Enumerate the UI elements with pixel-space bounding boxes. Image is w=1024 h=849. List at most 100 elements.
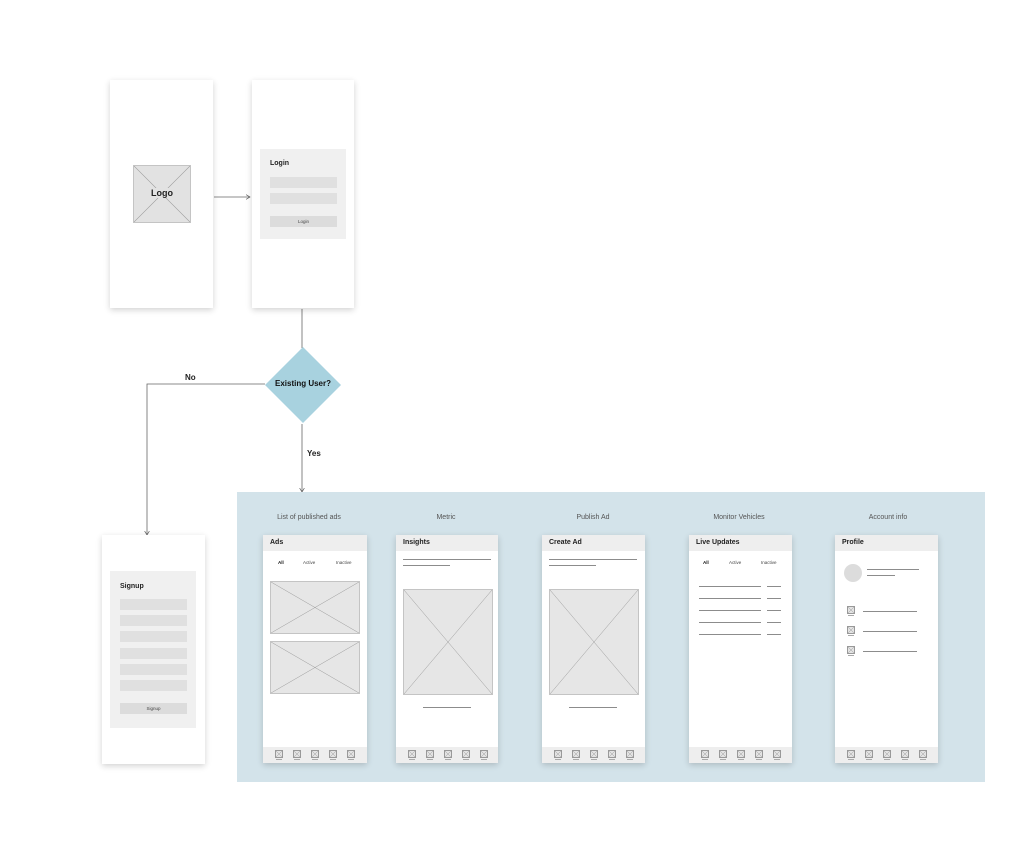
nav-icon-3[interactable] — [883, 750, 891, 760]
login-screen: Login Login — [252, 80, 354, 308]
create-ad-screen: Create Ad — [542, 535, 645, 763]
create-ad-bottom-nav — [542, 747, 645, 763]
nav-icon-4[interactable] — [755, 750, 763, 760]
insights-text-line-1 — [403, 559, 491, 560]
nav-icon-1[interactable] — [554, 750, 562, 760]
login-button[interactable]: Login — [270, 216, 337, 227]
splash-screen: Logo — [110, 80, 213, 308]
nav-icon-2[interactable] — [293, 750, 301, 760]
profile-bottom-nav — [835, 747, 938, 763]
create-ad-text-line-2 — [549, 565, 596, 566]
vehicle-row-3-name — [699, 610, 761, 611]
signup-field-5[interactable] — [120, 664, 187, 675]
insights-caption-line — [423, 707, 471, 708]
nav-icon-2[interactable] — [719, 750, 727, 760]
ads-screen: Ads All Active Inactive — [263, 535, 367, 763]
ads-bottom-nav — [263, 747, 367, 763]
nav-icon-3[interactable] — [590, 750, 598, 760]
ads-tab-inactive[interactable]: Inactive — [336, 560, 352, 565]
nav-icon-5[interactable] — [626, 750, 634, 760]
nav-icon-1[interactable] — [408, 750, 416, 760]
insights-header: Insights — [396, 535, 498, 551]
vehicle-row-4-value — [767, 622, 781, 623]
profile-header: Profile — [835, 535, 938, 551]
nav-icon-5[interactable] — [919, 750, 927, 760]
profile-subtitle-line — [867, 575, 895, 576]
login-password-field[interactable] — [270, 193, 337, 204]
profile-item-icon-3[interactable] — [847, 646, 855, 656]
logo-label: Logo — [147, 188, 177, 198]
signup-screen: Signup Signup — [102, 535, 205, 764]
flow-title-metric: Metric — [436, 514, 456, 521]
live-tab-active[interactable]: Active — [729, 560, 742, 565]
create-ad-caption-line — [569, 707, 617, 708]
signup-field-4[interactable] — [120, 648, 187, 659]
profile-item-line-1 — [863, 611, 917, 612]
nav-icon-4[interactable] — [462, 750, 470, 760]
nav-icon-5[interactable] — [480, 750, 488, 760]
ads-tab-all[interactable]: All — [278, 560, 284, 565]
profile-item-icon-1[interactable] — [847, 606, 855, 616]
avatar — [844, 564, 862, 582]
logo-placeholder: Logo — [133, 165, 191, 223]
live-tab-all[interactable]: All — [703, 560, 709, 565]
existing-user-decision: Existing User? — [265, 347, 341, 423]
profile-item-line-2 — [863, 631, 917, 632]
login-card: Login Login — [260, 149, 346, 239]
main-flow-panel: List of published ads Metric Publish Ad … — [237, 492, 985, 782]
vehicle-row-4-name — [699, 622, 761, 623]
signup-title: Signup — [120, 583, 144, 590]
live-tab-inactive[interactable]: Inactive — [761, 560, 777, 565]
insights-bottom-nav — [396, 747, 498, 763]
vehicle-row-1-name — [699, 586, 761, 587]
create-ad-header: Create Ad — [542, 535, 645, 551]
flow-title-account: Account info — [868, 514, 908, 521]
nav-icon-4[interactable] — [608, 750, 616, 760]
nav-icon-1[interactable] — [275, 750, 283, 760]
insights-screen: Insights — [396, 535, 498, 763]
login-username-field[interactable] — [270, 177, 337, 188]
nav-icon-3[interactable] — [311, 750, 319, 760]
ad-image-1[interactable] — [270, 581, 360, 634]
flow-title-ads: List of published ads — [277, 514, 341, 521]
nav-icon-2[interactable] — [426, 750, 434, 760]
signup-button[interactable]: Signup — [120, 703, 187, 714]
vehicle-row-3-value — [767, 610, 781, 611]
nav-icon-2[interactable] — [572, 750, 580, 760]
ads-tabs: All Active Inactive — [263, 560, 367, 568]
nav-icon-2[interactable] — [865, 750, 873, 760]
vehicle-row-5-value — [767, 634, 781, 635]
insights-text-line-2 — [403, 565, 450, 566]
ads-header: Ads — [263, 535, 367, 551]
live-updates-tabs: All Active Inactive — [689, 560, 792, 568]
vehicle-row-2-value — [767, 598, 781, 599]
nav-icon-3[interactable] — [444, 750, 452, 760]
insights-chart-placeholder — [403, 589, 493, 695]
vehicle-row-2-name — [699, 598, 761, 599]
signup-field-3[interactable] — [120, 631, 187, 642]
nav-icon-1[interactable] — [701, 750, 709, 760]
ad-image-2[interactable] — [270, 641, 360, 694]
decision-label: Existing User? — [274, 379, 331, 388]
create-ad-image-placeholder[interactable] — [549, 589, 639, 695]
signup-card: Signup Signup — [110, 571, 196, 728]
nav-icon-5[interactable] — [773, 750, 781, 760]
flow-title-monitor: Monitor Vehicles — [713, 514, 765, 521]
profile-item-line-3 — [863, 651, 917, 652]
decision-no-label: No — [185, 373, 196, 382]
create-ad-text-line-1 — [549, 559, 637, 560]
signup-field-2[interactable] — [120, 615, 187, 626]
nav-icon-4[interactable] — [901, 750, 909, 760]
decision-yes-label: Yes — [307, 449, 321, 458]
profile-screen: Profile — [835, 535, 938, 763]
nav-icon-3[interactable] — [737, 750, 745, 760]
ads-tab-active[interactable]: Active — [303, 560, 316, 565]
signup-field-6[interactable] — [120, 680, 187, 691]
nav-icon-4[interactable] — [329, 750, 337, 760]
live-updates-header: Live Updates — [689, 535, 792, 551]
signup-field-1[interactable] — [120, 599, 187, 610]
profile-item-icon-2[interactable] — [847, 626, 855, 636]
login-title: Login — [270, 160, 290, 167]
nav-icon-5[interactable] — [347, 750, 355, 760]
nav-icon-1[interactable] — [847, 750, 855, 760]
